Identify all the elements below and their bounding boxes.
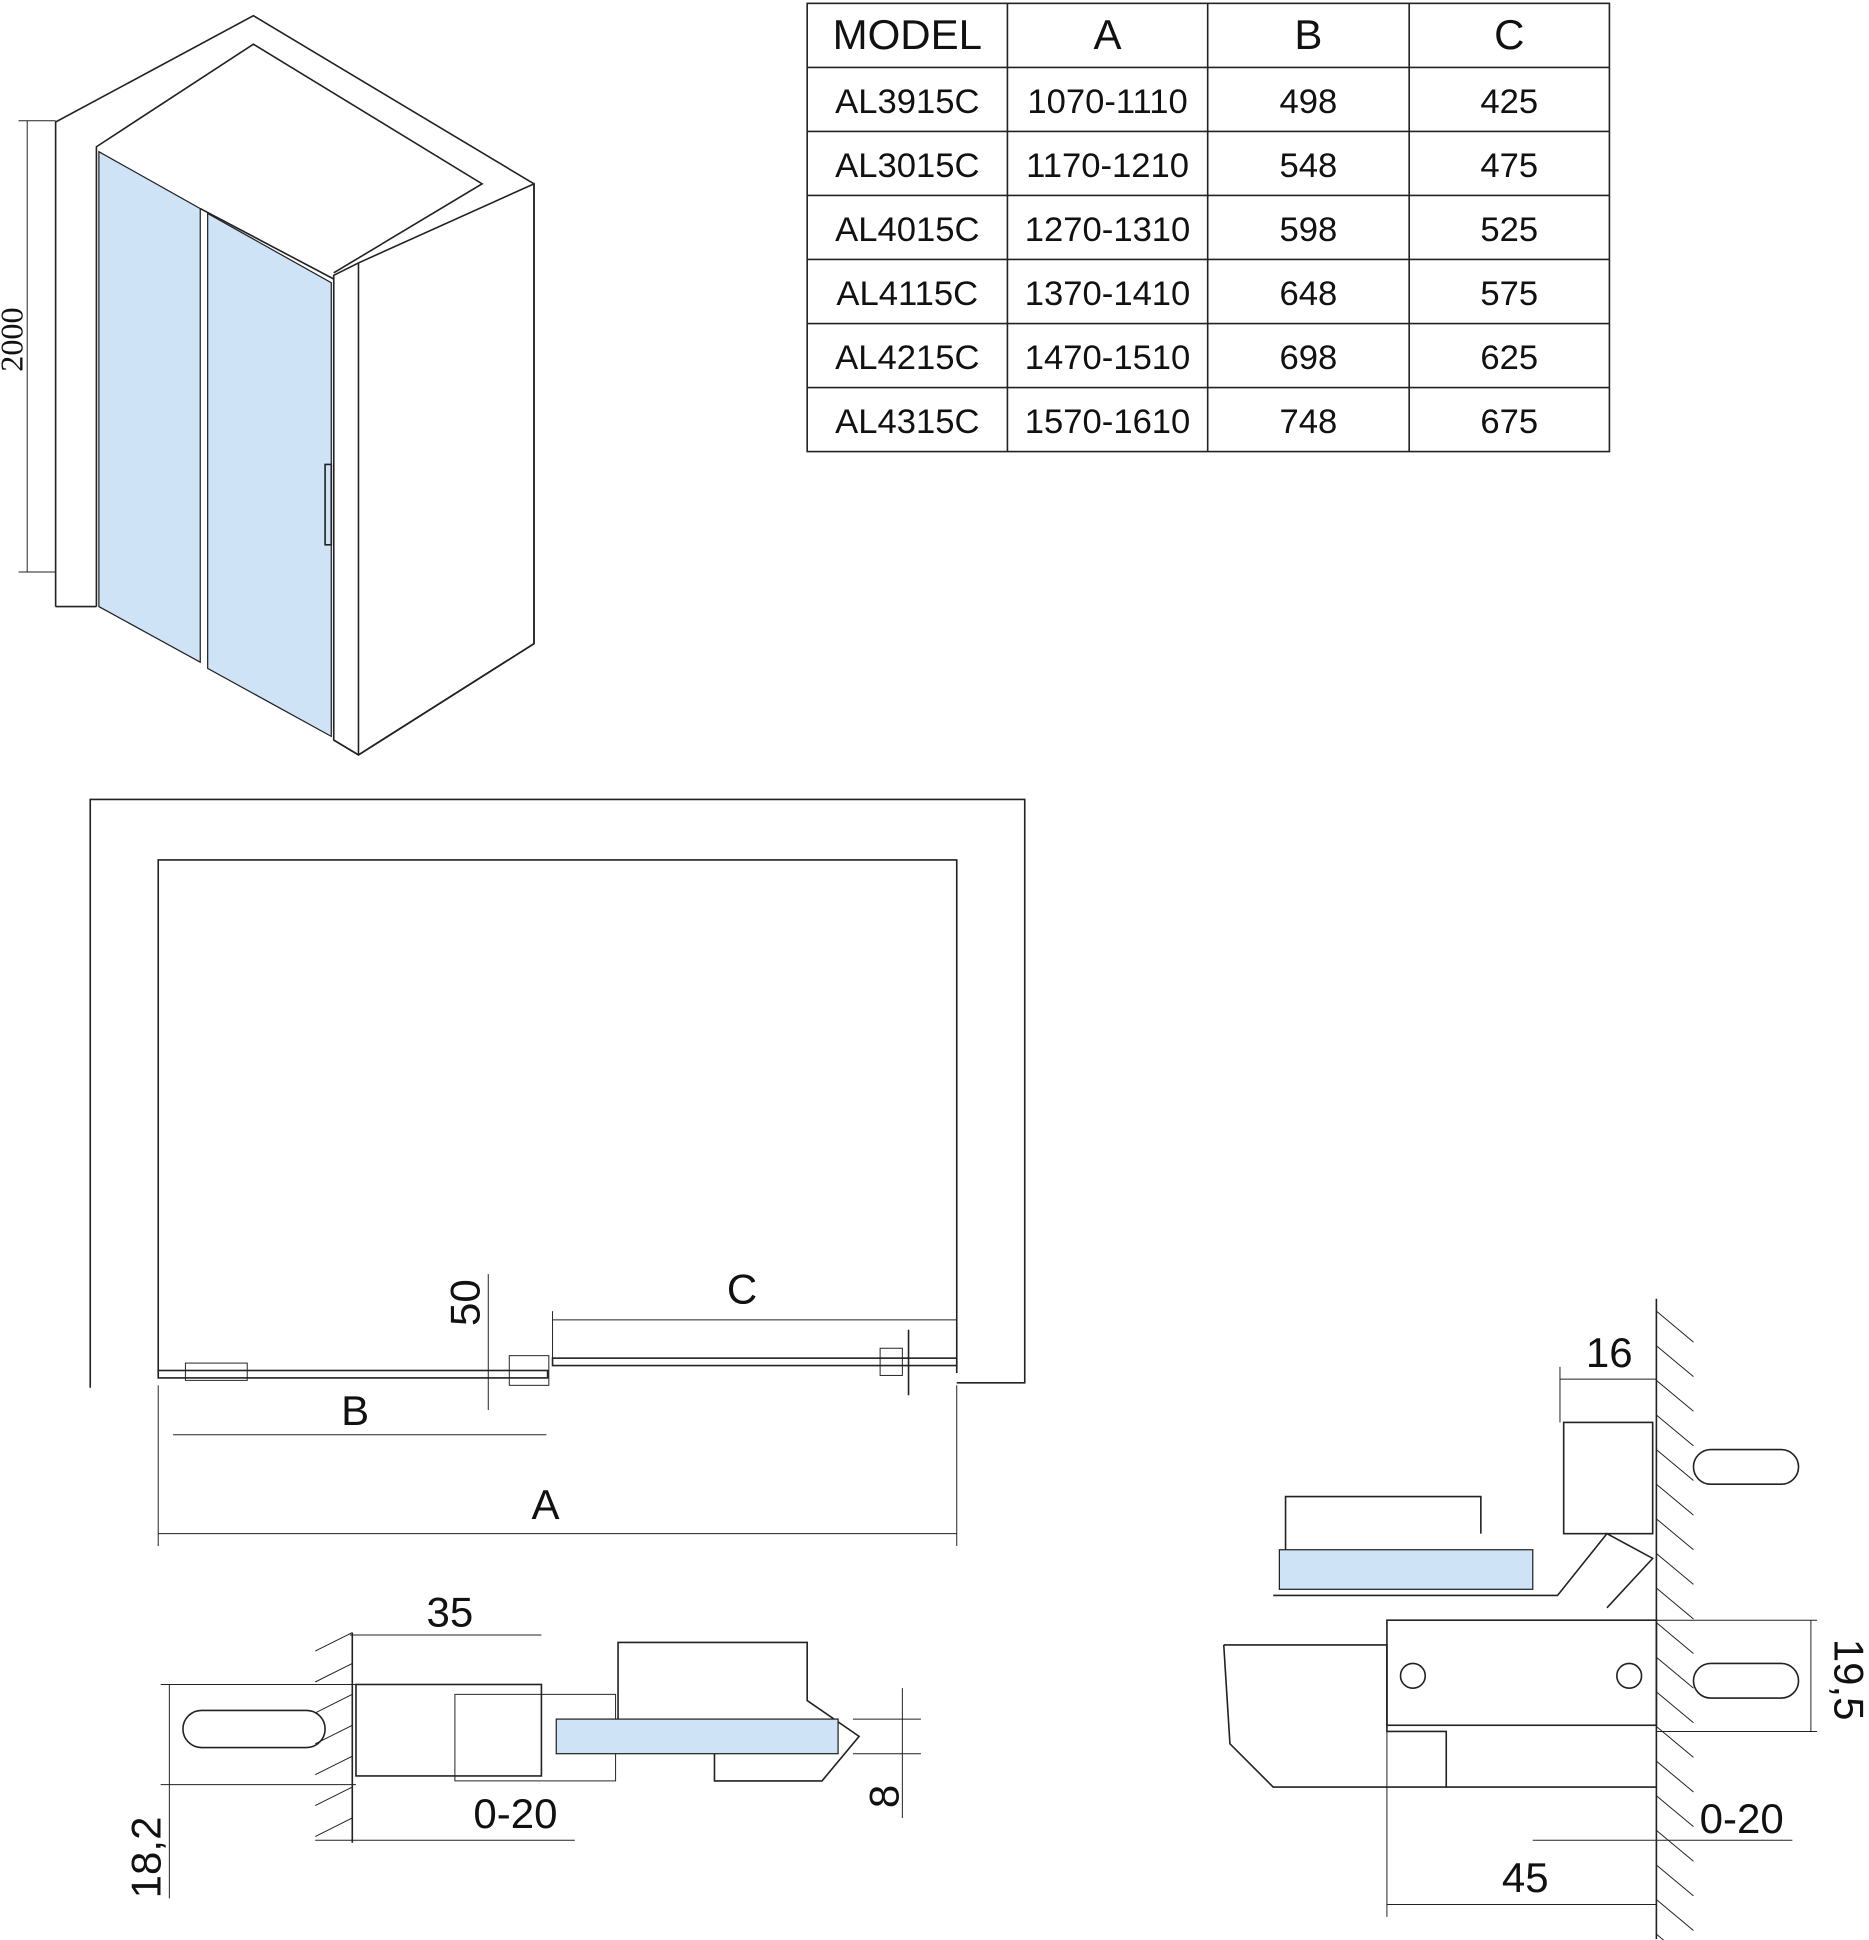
table-cell: AL4115C [836,275,978,313]
detail-left-wall-profile: 35 18,2 0-20 8 [123,1588,921,1898]
door-handle [324,463,333,546]
table-cell: 1470-1510 [1025,339,1191,377]
table-cell: 575 [1480,275,1538,313]
table-cell: 648 [1280,275,1338,313]
wall-plug-bottom [1692,1662,1800,1699]
table-cell: 698 [1280,339,1338,377]
table-cell: 625 [1480,339,1538,377]
table-cell: AL4315C [835,403,979,441]
table-cell: 1370-1410 [1025,275,1191,313]
wall-plug-top [1692,1448,1800,1486]
dimension-c-label: C [727,1266,757,1313]
table-cell: AL4215C [835,339,979,377]
height-dimension: 2000 [0,307,29,371]
dimension-19-5-label: 19,5 [1825,1639,1869,1721]
dimension-0-20-label-left: 0-20 [473,1790,557,1837]
wall-plug [182,1709,326,1749]
dimension-35-label: 35 [426,1588,473,1635]
dimension-50-label: 50 [442,1279,489,1326]
table-header-cell: MODEL [833,11,982,58]
table-cell: 525 [1480,211,1538,249]
dimension-b-label: B [341,1387,369,1434]
table-cell: 748 [1280,403,1338,441]
table-cell: AL3015C [835,147,979,185]
dimension-45-label: 45 [1502,1854,1549,1901]
fixed-glass-panel [98,150,201,664]
table-cell: 1070-1110 [1027,83,1187,121]
table-cell: 475 [1480,147,1538,185]
isometric-shower-view: 2000 [0,14,535,756]
dimension-a-label: A [532,1481,560,1528]
table-cell: 425 [1480,83,1538,121]
table-cell: 498 [1280,83,1338,121]
table-header-cell: C [1494,11,1524,58]
table-header-cell: B [1294,11,1322,58]
table-header-cell: A [1094,11,1122,58]
glass-section [555,1718,839,1755]
table-cell: 675 [1480,403,1538,441]
dimension-8-label: 8 [861,1785,908,1808]
sliding-glass-panel [207,212,332,738]
dimension-0-20-label-right: 0-20 [1700,1795,1784,1842]
table-cell: 1570-1610 [1025,403,1191,441]
glass-section-right [1278,1549,1534,1590]
table-cell: 548 [1280,147,1338,185]
detail-right-wall-profile: 16 19,5 0-20 45 [1222,1298,1869,1940]
table-cell: 1270-1310 [1025,211,1191,249]
table-cell: 598 [1280,211,1338,249]
dimension-16-label: 16 [1586,1329,1633,1376]
table-cell: 1170-1210 [1026,147,1189,185]
plan-view: B A C 50 [89,798,1026,1547]
table-cell: AL3915C [835,83,979,121]
table-cell: AL4015C [835,211,979,249]
dimension-18-2-label: 18,2 [123,1817,170,1899]
